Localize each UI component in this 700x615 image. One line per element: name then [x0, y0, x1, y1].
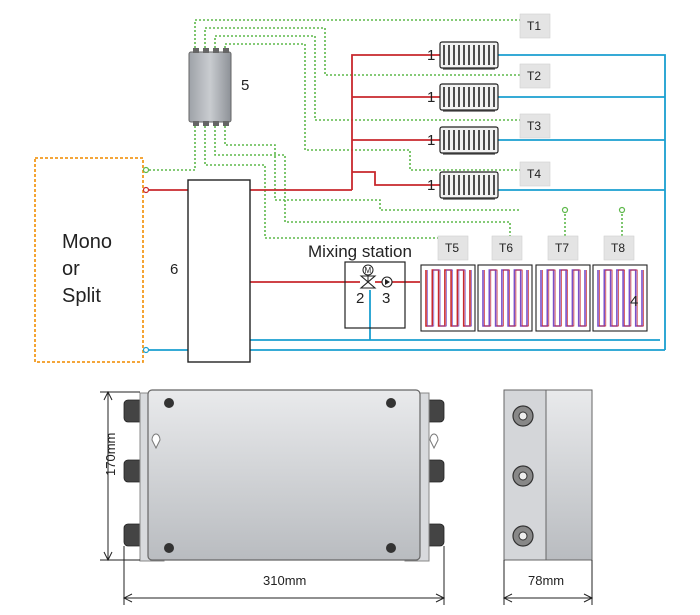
thermostat: T8 [603, 235, 635, 261]
heat-pump-label-mono: Mono [62, 231, 112, 253]
radiator: 1 [427, 41, 499, 70]
thermostat: T5 [437, 235, 469, 261]
return-pipes [148, 54, 666, 351]
thermostat-label: T1 [527, 19, 541, 33]
valve-motor-letter: M [365, 266, 372, 275]
floor-loop [592, 264, 648, 332]
supply-pipes [148, 54, 440, 283]
mixing-station: Mixing station M 2 3 [308, 242, 412, 329]
mixing-valve-icon: M [359, 264, 377, 289]
floor-loop [477, 264, 533, 332]
thermostat-label: T6 [499, 241, 513, 255]
sensor-icon [618, 206, 626, 214]
floor-loop [420, 264, 476, 332]
radiator: 1 [427, 83, 499, 112]
floor-loop [535, 264, 591, 332]
height-dimension-label: 170mm [103, 433, 118, 476]
controller-box: 5 [188, 48, 249, 126]
sensor-icon [561, 206, 569, 214]
floor-loop-number: 4 [630, 293, 638, 310]
side-view-housing [503, 389, 593, 561]
radiator-number: 1 [427, 177, 435, 194]
thermostat-label: T4 [527, 167, 541, 181]
length-dimension-label: 310mm [263, 573, 306, 588]
thermostat-label: T7 [555, 241, 569, 255]
floor-heating-loops [420, 264, 648, 332]
pump-icon [381, 276, 393, 288]
heat-pump-unit: Mono or Split [34, 157, 150, 363]
thermostat: T4 [519, 161, 551, 187]
thermostat: T6 [491, 235, 523, 261]
radiator-number: 1 [427, 47, 435, 64]
thermostat: T3 [519, 113, 551, 139]
controller-number: 5 [241, 77, 249, 94]
signal-wires [148, 19, 623, 239]
buffer-tank-number: 6 [170, 261, 178, 278]
pump-number: 3 [382, 290, 390, 307]
mixing-station-label: Mixing station [308, 242, 412, 261]
thermostat-label: T3 [527, 119, 541, 133]
radiators: 1 1 1 1 [427, 41, 499, 200]
depth-dimension-label: 78mm [528, 573, 564, 588]
thermostat-label: T5 [445, 241, 459, 255]
front-view-housing [123, 389, 445, 562]
radiator: 1 [427, 171, 499, 200]
valve-number: 2 [356, 290, 364, 307]
heat-pump-label-or: or [62, 258, 80, 280]
heat-pump-label-split: Split [62, 285, 101, 307]
thermostat: T2 [519, 63, 551, 89]
radiator-number: 1 [427, 132, 435, 149]
thermostat: T1 [519, 13, 551, 39]
radiator-number: 1 [427, 89, 435, 106]
buffer-tank: 6 [170, 179, 251, 363]
dimension-lines [100, 390, 594, 605]
thermostat-label: T2 [527, 69, 541, 83]
thermostat: T7 [547, 235, 579, 261]
thermostat-label: T8 [611, 241, 625, 255]
radiator: 1 [427, 126, 499, 155]
